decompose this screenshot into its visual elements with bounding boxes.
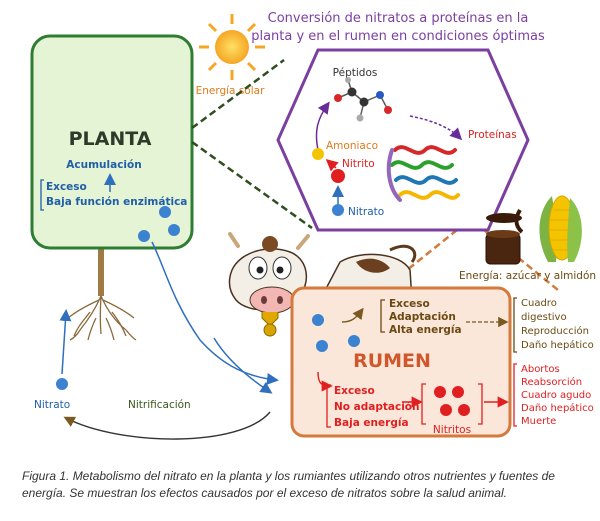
- rumen-top-high-energy: Alta energía: [389, 324, 462, 336]
- figure-caption: Figura 1. Metabolismo del nitrato en la …: [22, 469, 555, 500]
- bad-effects-list: Abortos Reabsorción Cuadro agudo Daño he…: [521, 364, 594, 427]
- solar-energy-label: Energía solar: [196, 85, 265, 97]
- nitrate-dot: [332, 204, 344, 216]
- plant-roots: [67, 246, 137, 341]
- soil-nitrate-dot: [56, 378, 68, 390]
- plant-to-rumen-arrow: [151, 241, 279, 385]
- plant-title: PLANTA: [69, 128, 152, 150]
- molasses-jar-icon: [485, 208, 524, 265]
- nitrite-bracket-left: [421, 383, 426, 425]
- good-effect-item: Daño hepático: [521, 339, 594, 351]
- rumen-bottom-no-adaptation: No adaptación: [334, 401, 419, 413]
- rumen-bottom-bracket: [326, 384, 331, 428]
- plant-to-rumen-arrow: [213, 337, 273, 394]
- good-effect-item: digestivo: [521, 312, 567, 323]
- nitrite-dot: [434, 386, 446, 398]
- good-effect-item: Cuadro: [521, 298, 557, 309]
- nitrate-dot: [138, 230, 150, 242]
- nitrite-dot: [458, 404, 470, 416]
- nitrites-label: Nitritos: [433, 424, 471, 436]
- ammonia-dot: [312, 148, 324, 160]
- good-effect-item: Reproducción: [521, 325, 589, 337]
- cycle-nitrate-label: Nitrato: [34, 399, 70, 411]
- good-effects-list: Cuadro digestivo Reproducción Daño hepát…: [521, 298, 594, 351]
- bad-effect-item: Muerte: [521, 416, 556, 427]
- peptide-molecule-icon: [334, 77, 392, 122]
- nitrate-dot: [348, 335, 360, 347]
- low-enzyme-label: Baja función enzimática: [46, 196, 187, 208]
- bad-effect-item: Abortos: [521, 364, 560, 375]
- plant-excess-label: Exceso: [46, 181, 87, 193]
- sun-icon: [199, 14, 265, 80]
- nitrification-cycle-arrow: [63, 411, 271, 440]
- rumen-bottom-excess: Exceso: [334, 385, 375, 397]
- rumen-no-adaptation-arrow: [317, 371, 333, 392]
- peptides-label: Péptidos: [333, 67, 378, 79]
- title-line-1: Conversión de nitratos a proteínas en la: [268, 11, 529, 26]
- plant-bracket: [40, 179, 44, 211]
- rumen-bottom-low-energy: Baja energía: [334, 417, 409, 429]
- nitrification-label: Nitrificación: [128, 399, 191, 411]
- bad-effects-bracket: [513, 363, 517, 427]
- corn-icon: [539, 195, 582, 262]
- nitrate-uptake-arrow: [59, 309, 72, 375]
- nitrate-dot: [168, 224, 180, 236]
- protein-structure-icon: [386, 145, 460, 202]
- ammonia-peptide-arrow: [315, 101, 330, 151]
- ammonia-label: Amoniaco: [326, 140, 378, 152]
- plant-hexagon-connector: [191, 140, 313, 230]
- plant-hexagon-connector: [191, 58, 285, 130]
- nitrite-ammonia-arrow: [325, 159, 339, 172]
- nitrate-dot: [312, 314, 324, 326]
- rumen-top-excess: Exceso: [389, 298, 430, 310]
- rumen-box: [290, 286, 512, 438]
- title-line-2: planta y en el rumen en condiciones ópti…: [251, 29, 545, 44]
- nitrite-bracket-right: [478, 383, 483, 425]
- proteins-label: Proteínas: [468, 129, 517, 141]
- nitrite-dot: [440, 404, 452, 416]
- bad-effect-item: Daño hepático: [521, 402, 594, 414]
- nitrite-dot: [452, 386, 464, 398]
- nitrate-dot: [159, 206, 171, 218]
- bad-effect-item: Reabsorción: [521, 376, 582, 388]
- nitrite-dot: [331, 169, 345, 183]
- good-effects-bracket: [513, 297, 517, 353]
- nitrite-label: Nitrito: [342, 158, 375, 170]
- accumulation-label: Acumulación: [66, 159, 141, 171]
- rumen-top-bracket: [380, 299, 385, 333]
- rumen-top-adaptation: Adaptación: [389, 311, 456, 323]
- rumen-adaptation-arrow: [341, 307, 364, 323]
- bad-effect-item: Cuadro agudo: [521, 390, 591, 401]
- energy-label: Energía: azúcar y almidón: [459, 270, 596, 282]
- nitrate-dot: [316, 340, 328, 352]
- hexagon-nitrate-label: Nitrato: [348, 206, 384, 218]
- peptide-protein-arrow: [409, 115, 463, 141]
- rumen-title: RUMEN: [353, 350, 431, 372]
